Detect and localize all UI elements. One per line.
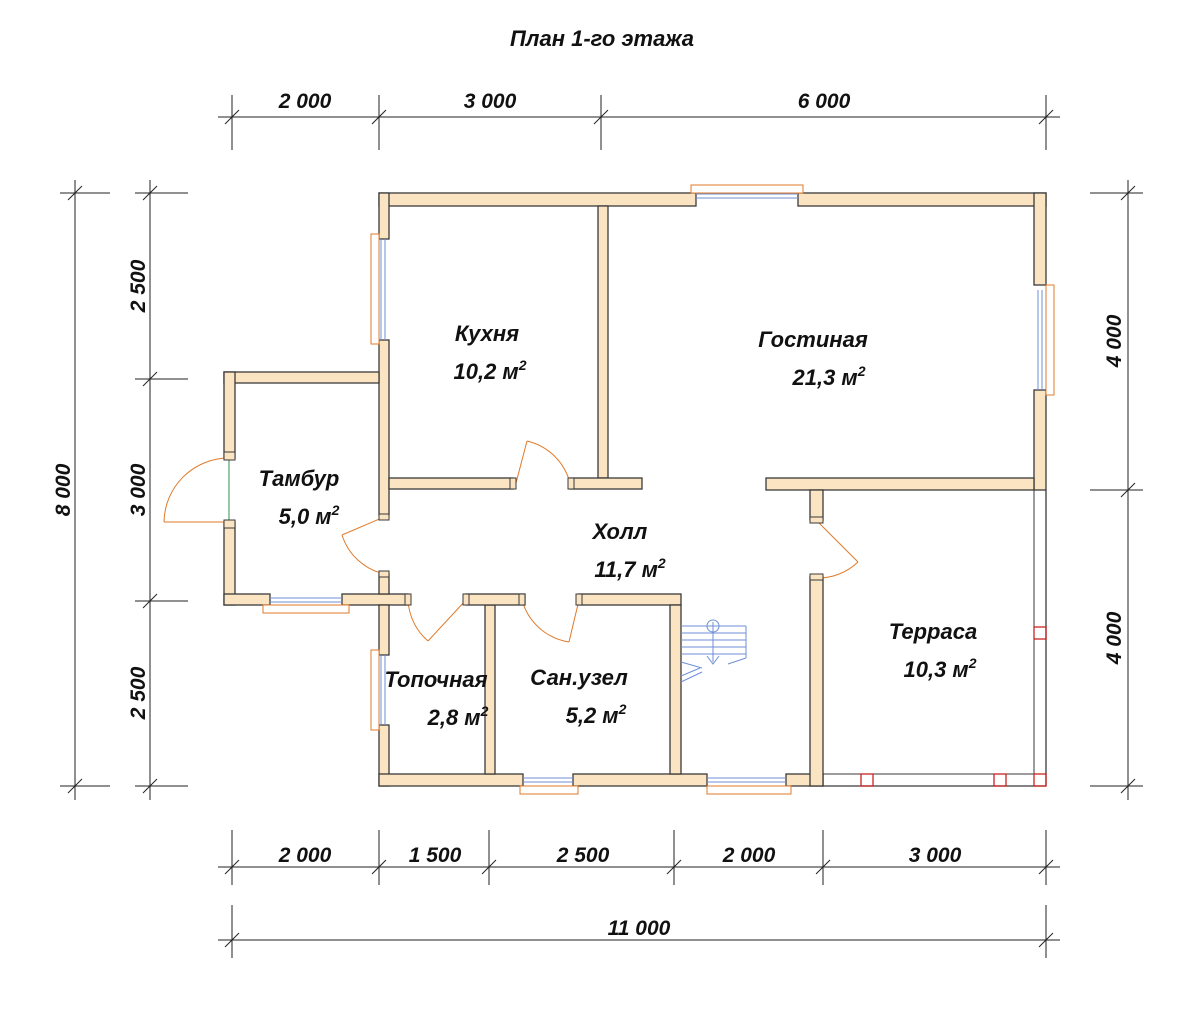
window-vestibule: [262, 597, 350, 614]
window-boiler: [370, 649, 386, 731]
plan-title: План 1-го этажа: [510, 26, 694, 51]
door-entrance: [163, 451, 236, 529]
window-living-top: [690, 184, 804, 199]
room-living-area: 21,3 м2: [791, 363, 865, 390]
terrace-post: [1033, 773, 1047, 787]
room-bathroom-area: 5,2 м2: [566, 701, 627, 728]
terrace-posts: [860, 626, 1047, 787]
dim-bottom-5: 3 000: [909, 844, 962, 867]
door-vestibule: [341, 513, 390, 578]
dim-top-1: 2 000: [278, 90, 332, 113]
window-living-right: [1037, 284, 1055, 396]
terrace-post: [993, 773, 1007, 787]
room-boiler-name: Топочная: [384, 667, 487, 692]
window-hall: [706, 777, 792, 795]
room-hall-area: 11,7 м2: [594, 555, 666, 582]
dim-left-overall: 8 000: [52, 463, 75, 516]
door-bathroom: [518, 593, 583, 643]
dim-total: 11 000: [608, 917, 671, 940]
room-terrace-area: 10,3 м2: [903, 655, 976, 682]
dim-bottom-2: 1 500: [409, 844, 462, 867]
door-terrace: [809, 516, 859, 581]
doors: [163, 440, 859, 643]
room-vestibule-area: 5,0 м2: [279, 502, 340, 529]
walls: [223, 192, 1047, 787]
dim-bottom-4: 2 000: [722, 844, 776, 867]
dim-bottom-3: 2 500: [556, 844, 610, 867]
dim-bottom-1: 2 000: [278, 844, 332, 867]
room-labels: Кухня 10,2 м2 Гостиная 21,3 м2 Тамбур 5,…: [259, 321, 978, 730]
room-hall-name: Холл: [591, 519, 648, 544]
room-kitchen-name: Кухня: [455, 321, 519, 346]
room-living-name: Гостиная: [758, 327, 868, 352]
dim-top-3: 6 000: [798, 90, 851, 113]
window-kitchen: [370, 233, 386, 345]
door-kitchen: [509, 440, 575, 490]
dimension-labels: 2 000 3 000 6 000 2 000 1 500 2 500 2 00…: [52, 90, 1126, 940]
window-bathroom: [519, 777, 579, 795]
terrace-post: [1033, 626, 1047, 640]
dim-left-1: 2 500: [127, 259, 150, 313]
dim-top-2: 3 000: [464, 90, 517, 113]
dim-left-2: 3 000: [127, 463, 150, 516]
dim-left-3: 2 500: [127, 666, 150, 720]
room-bathroom-name: Сан.узел: [530, 665, 628, 690]
dimension-lines: [60, 95, 1143, 958]
dim-right-1: 4 000: [1103, 314, 1126, 368]
room-vestibule-name: Тамбур: [259, 466, 340, 491]
dim-right-2: 4 000: [1103, 611, 1126, 665]
door-boiler: [404, 593, 470, 642]
terrace-post: [860, 773, 874, 787]
room-boiler-area: 2,8 м2: [427, 703, 489, 730]
room-terrace-name: Терраса: [889, 619, 977, 644]
staircase: [680, 619, 747, 683]
room-kitchen-area: 10,2 м2: [453, 357, 526, 384]
windows: [262, 184, 1055, 795]
